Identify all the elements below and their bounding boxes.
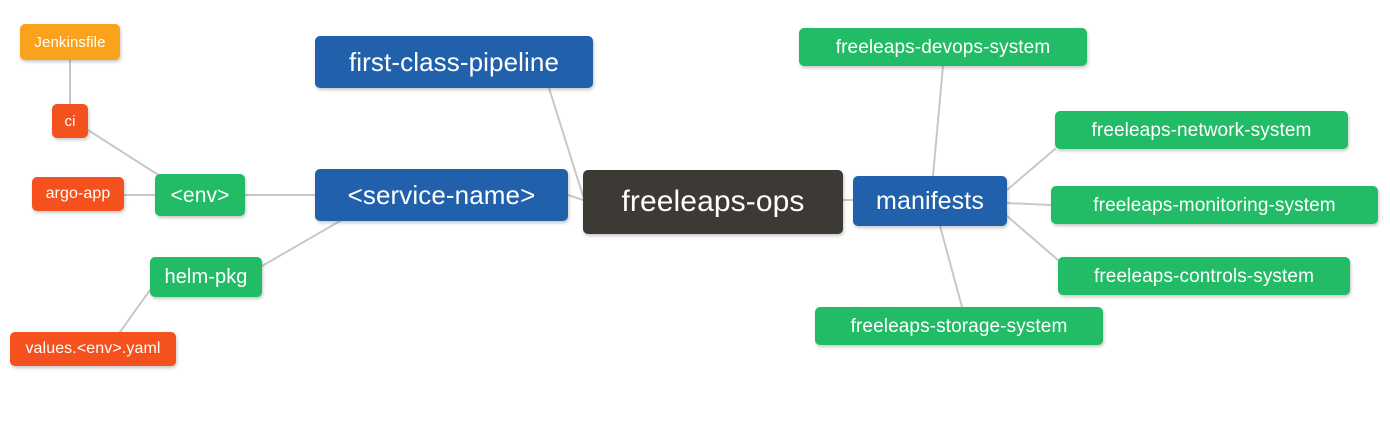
node-label-freeleaps-controls-system: freeleaps-controls-system [1093, 265, 1315, 287]
edge-ci-env [87, 129, 161, 177]
node-label-service-name: <service-name> [347, 180, 536, 210]
edge-manifests-monitoring [1006, 202, 1052, 206]
node-helm-pkg[interactable]: helm-pkg [150, 257, 262, 297]
node-label-freeleaps-monitoring-system: freeleaps-monitoring-system [1093, 194, 1336, 216]
node-freeleaps-storage-system[interactable]: freeleaps-storage-system [815, 307, 1103, 345]
edge-manifests-controls [1006, 215, 1059, 261]
edge-servicename-helmpkg [261, 220, 341, 267]
node-label-freeleaps-network-system: freeleaps-network-system [1091, 119, 1312, 141]
edge-manifests-network [1006, 148, 1056, 191]
node-label-first-class-pipeline: first-class-pipeline [348, 47, 560, 77]
node-manifests[interactable]: manifests [853, 176, 1007, 226]
node-freeleaps-devops-system[interactable]: freeleaps-devops-system [799, 28, 1087, 66]
node-freeleaps-controls-system[interactable]: freeleaps-controls-system [1058, 257, 1350, 295]
edge-servicename-ops [567, 194, 584, 201]
node-label-jenkinsfile: Jenkinsfile [34, 33, 106, 51]
node-label-argo-app: argo-app [45, 185, 111, 202]
node-label-freeleaps-devops-system: freeleaps-devops-system [835, 36, 1051, 58]
node-values-env-yaml[interactable]: values.<env>.yaml [10, 332, 176, 366]
node-label-manifests: manifests [876, 186, 984, 215]
node-label-helm-pkg: helm-pkg [164, 266, 248, 288]
node-jenkinsfile[interactable]: Jenkinsfile [20, 24, 120, 60]
node-label-freeleaps-ops: freeleaps-ops [621, 185, 805, 218]
node-argo-app[interactable]: argo-app [32, 177, 124, 211]
node-label-values-env-yaml: values.<env>.yaml [25, 340, 161, 357]
node-label-freeleaps-storage-system: freeleaps-storage-system [850, 315, 1068, 337]
node-ci[interactable]: ci [52, 104, 88, 138]
node-service-name[interactable]: <service-name> [315, 169, 568, 221]
edge-manifests-devops [932, 65, 944, 177]
node-label-env: <env> [170, 183, 230, 207]
edge-manifests-storage [939, 225, 963, 308]
node-first-class-pipeline[interactable]: first-class-pipeline [315, 36, 593, 88]
node-freeleaps-ops[interactable]: freeleaps-ops [583, 170, 843, 234]
edge-helmpkg-valuesyaml [119, 289, 151, 333]
node-env[interactable]: <env> [155, 174, 245, 216]
node-freeleaps-monitoring-system[interactable]: freeleaps-monitoring-system [1051, 186, 1378, 224]
node-label-ci: ci [64, 112, 76, 130]
node-freeleaps-network-system[interactable]: freeleaps-network-system [1055, 111, 1348, 149]
